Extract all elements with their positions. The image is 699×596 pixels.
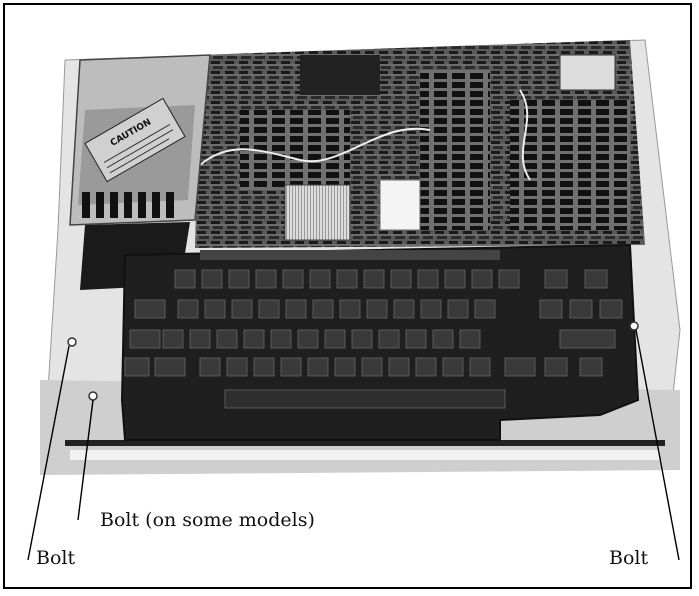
ribbon-connector (284, 184, 351, 241)
leader-bolt-some-models (77, 399, 94, 521)
label-bolt-some-models: Bolt (on some models) (100, 509, 315, 531)
space-bar (224, 389, 506, 409)
chip-bank-right (510, 100, 630, 230)
label-bolt-left: Bolt (36, 547, 76, 569)
power-vents (82, 192, 174, 218)
chip-bank-mid (420, 70, 490, 230)
bolt-left (67, 337, 77, 347)
leader-bolt-right (635, 329, 680, 561)
leader-bolt-left (27, 345, 70, 561)
keyboard-keys (124, 269, 623, 377)
bolt-some-models (88, 391, 98, 401)
case-front-edge (65, 440, 665, 446)
caution-sticker: CAUTION (84, 97, 186, 183)
bolt-right (629, 321, 639, 331)
label-bolt-right: Bolt (609, 547, 649, 569)
